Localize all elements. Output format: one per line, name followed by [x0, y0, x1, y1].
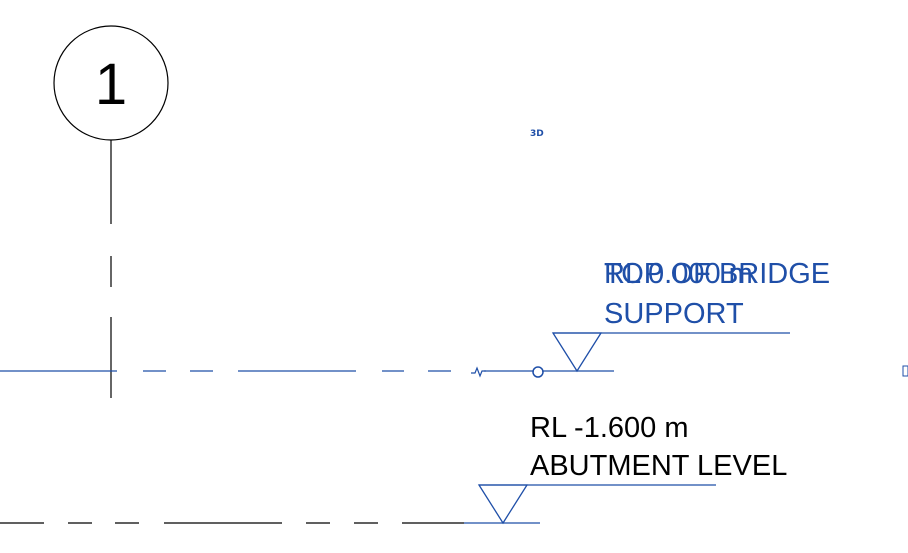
level-name-label-line1[interactable]: TOP OF BRIDGE — [604, 258, 830, 290]
level-elevation-label[interactable]: RL -1.600 m — [530, 412, 689, 444]
level-name-label-line2[interactable]: SUPPORT — [604, 298, 744, 330]
edge-marker-icon — [902, 365, 908, 377]
view-indicator-3d[interactable]: 3D — [530, 129, 544, 139]
level-top-of-bridge-support[interactable]: RL 0.000 m TOP OF BRIDGE SUPPORT — [0, 258, 908, 378]
level-head-triangle-icon[interactable] — [477, 484, 529, 525]
level-elevation-label[interactable]: RL 0.000 m — [604, 258, 753, 290]
grid-line-1[interactable]: 1 — [53, 25, 169, 398]
level-abutment-level[interactable]: RL -1.600 m ABUTMENT LEVEL — [0, 412, 787, 525]
grid-tag: 1 — [95, 52, 127, 117]
level-head-triangle-icon[interactable] — [551, 332, 603, 373]
drag-handle-icon[interactable] — [532, 366, 544, 378]
elbow-break-icon[interactable] — [471, 366, 486, 378]
level-name-label[interactable]: ABUTMENT LEVEL — [530, 450, 787, 482]
